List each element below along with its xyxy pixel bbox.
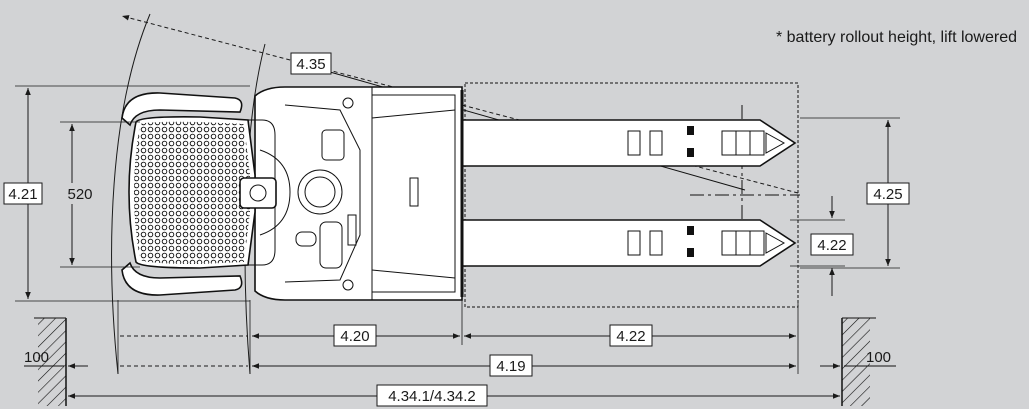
- radius-435-arrow: [121, 15, 799, 194]
- label-100-left: 100: [24, 349, 49, 366]
- label-box-420: [333, 324, 377, 347]
- label-425: 4.25: [873, 186, 902, 203]
- label-box-425: [866, 182, 910, 205]
- label-422-fork-width: 4.22: [817, 237, 846, 254]
- label-box-421: [3, 182, 43, 205]
- label-421: 4.21: [8, 186, 37, 203]
- label-420: 4.20: [340, 328, 369, 345]
- label-422-fork-length: 4.22: [616, 328, 645, 345]
- label-box-419: [489, 354, 533, 377]
- pallet-outline: [464, 82, 799, 308]
- label-box-435: [290, 52, 332, 75]
- label-419: 4.19: [496, 358, 525, 375]
- operator-platform: [121, 92, 291, 296]
- turning-arc-outer: [111, 13, 151, 375]
- label-box-434: [376, 384, 488, 407]
- truck-body: [254, 86, 464, 301]
- label-100-right: 100: [866, 349, 891, 366]
- label-box-422-fork-width: [810, 233, 854, 256]
- aisle-wall-left: [34, 317, 67, 406]
- label-box-422-fork-length: [609, 324, 653, 347]
- fork-lower: [461, 219, 797, 267]
- label-435: 4.35: [296, 56, 325, 73]
- fork-upper: [461, 119, 797, 167]
- label-520: 520: [67, 186, 92, 203]
- label-434: 4.34.1/4.34.2: [388, 388, 476, 405]
- aisle-wall-right: [841, 317, 876, 406]
- battery-note: * battery rollout height, lift lowered: [776, 29, 1017, 46]
